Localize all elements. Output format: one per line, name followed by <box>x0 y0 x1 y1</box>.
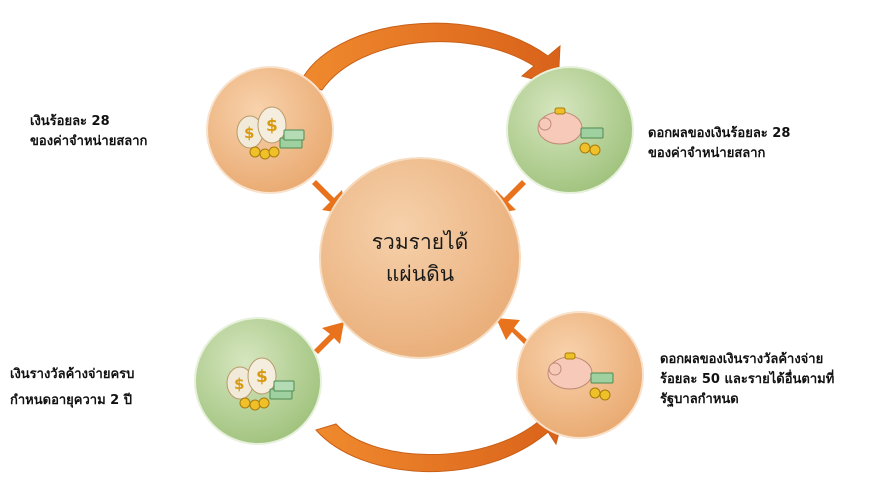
node-bottom-left: $ $ <box>194 317 322 445</box>
arrow-bottom-left-to-center <box>314 322 344 354</box>
svg-text:$: $ <box>234 375 244 393</box>
top-cycle-arrow <box>299 22 561 91</box>
money-bags-icon: $ $ <box>236 106 305 160</box>
node-top-right <box>506 66 634 194</box>
label-top-left: เงินร้อยละ 28 ของค่าจำหน่ายสลาก <box>30 112 147 152</box>
label-line: กำหนดอายุความ 2 ปี <box>10 393 133 408</box>
svg-text:$: $ <box>244 124 254 142</box>
center-circle <box>319 157 521 359</box>
bottom-cycle-arrow <box>315 405 567 473</box>
label-line: ดอกผลของเงินรางวัลค้างจ่าย <box>660 352 824 367</box>
piggy-bank-icon <box>537 107 604 156</box>
label-bottom-right: ดอกผลของเงินรางวัลค้างจ่าย ร้อยละ 50 และ… <box>660 350 834 410</box>
arrow-bottom-right-to-center <box>496 318 534 350</box>
node-top-left: $ $ <box>206 66 334 194</box>
label-line: ของค่าจำหน่ายสลาก <box>30 134 148 149</box>
label-line: ร้อยละ 50 และรายได้อื่นตามที่ <box>660 372 835 387</box>
label-bottom-left: เงินรางวัลค้างจ่ายครบ กำหนดอายุความ 2 ปี <box>10 365 134 411</box>
label-line: รัฐบาลกำหนด <box>660 392 739 407</box>
label-top-right: ดอกผลของเงินร้อยละ 28 ของค่าจำหน่ายสลาก <box>648 124 790 164</box>
svg-text:$: $ <box>266 116 278 136</box>
label-line: เงินร้อยละ 28 <box>30 114 110 129</box>
money-bags-icon: $ $ <box>226 357 295 411</box>
label-line: ของค่าจำหน่ายสลาก <box>648 146 766 161</box>
label-line: ดอกผลของเงินร้อยละ 28 <box>648 126 791 141</box>
label-line: เงินรางวัลค้างจ่ายครบ <box>10 367 135 382</box>
piggy-bank-icon <box>547 352 614 401</box>
center-title-line1: รวมรายได้ <box>371 230 469 254</box>
svg-text:$: $ <box>256 367 268 387</box>
center-title-line2: แผ่นดิน <box>385 262 455 286</box>
center-title: รวมรายได้ แผ่นดิน <box>335 226 505 290</box>
node-bottom-right <box>516 311 644 439</box>
